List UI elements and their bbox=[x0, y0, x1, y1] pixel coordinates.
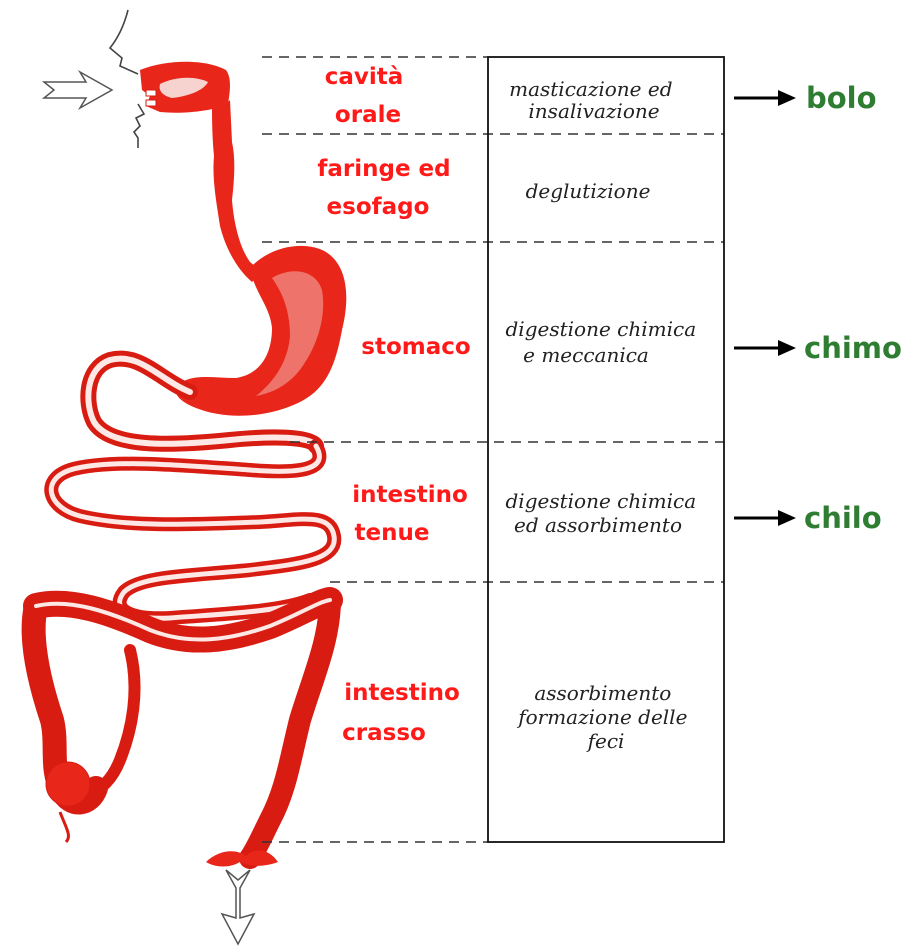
function-text-line: formazione delle bbox=[516, 705, 687, 729]
organ-label-line: esofago bbox=[327, 194, 430, 220]
right-arrow-icon bbox=[734, 510, 796, 526]
stomach-illustration bbox=[176, 246, 346, 416]
large-intestine-illustration bbox=[34, 600, 330, 867]
right-arrow-icon bbox=[734, 90, 796, 106]
head-profile bbox=[110, 10, 144, 148]
product-chimo: chimo bbox=[734, 331, 902, 365]
function-text-line: masticazione ed bbox=[509, 77, 672, 101]
function-text-small-intestine: digestione chimica ed assorbimento bbox=[506, 489, 703, 537]
small-intestine-illustration bbox=[51, 446, 334, 618]
product-bolo: bolo bbox=[734, 81, 877, 115]
function-text-stomach: digestione chimica e meccanica bbox=[506, 317, 703, 367]
organ-label-line: cavità bbox=[325, 64, 404, 90]
product-label-chimo: chimo bbox=[804, 331, 902, 365]
entry-arrow-icon bbox=[44, 72, 112, 108]
function-text-oral: masticazione ed insalivazione bbox=[509, 77, 679, 123]
product-label-bolo: bolo bbox=[806, 81, 877, 115]
function-text-line: insalivazione bbox=[528, 99, 659, 123]
function-texts: masticazione ed insalivazione deglutizio… bbox=[506, 77, 703, 753]
function-text-pharynx: deglutizione bbox=[526, 179, 651, 203]
organ-label-oral: cavità orale bbox=[325, 64, 412, 128]
organ-label-line: intestino bbox=[352, 482, 468, 508]
product-chilo: chilo bbox=[734, 501, 882, 535]
function-text-line: assorbimento bbox=[534, 681, 671, 705]
function-text-line: e meccanica bbox=[523, 343, 649, 367]
organ-label-line: stomaco bbox=[361, 334, 470, 360]
function-text-line: deglutizione bbox=[526, 179, 651, 203]
function-text-line: digestione chimica bbox=[506, 489, 697, 513]
organ-labels: cavità orale faringe ed esofago stomaco … bbox=[317, 64, 475, 746]
function-text-line: digestione chimica bbox=[506, 317, 697, 341]
organ-label-small-intestine: intestino tenue bbox=[352, 482, 476, 546]
organ-label-pharynx: faringe ed esofago bbox=[317, 156, 458, 220]
organ-label-stomach: stomaco bbox=[361, 334, 470, 360]
organ-label-line: intestino bbox=[344, 680, 460, 706]
organ-label-large-intestine: intestino crasso bbox=[342, 680, 468, 746]
function-text-large-intestine: assorbimento formazione delle feci bbox=[516, 681, 694, 753]
organ-label-line: faringe ed bbox=[317, 156, 450, 182]
esophagus-illustration bbox=[212, 100, 262, 282]
organ-label-line: orale bbox=[335, 102, 401, 128]
function-text-line: feci bbox=[586, 729, 625, 753]
organ-label-line: crasso bbox=[342, 720, 426, 746]
function-text-line: ed assorbimento bbox=[514, 513, 682, 537]
product-label-chilo: chilo bbox=[804, 501, 882, 535]
organ-label-line: tenue bbox=[355, 520, 430, 546]
right-arrow-icon bbox=[734, 340, 796, 356]
exit-arrow-icon bbox=[222, 870, 254, 944]
